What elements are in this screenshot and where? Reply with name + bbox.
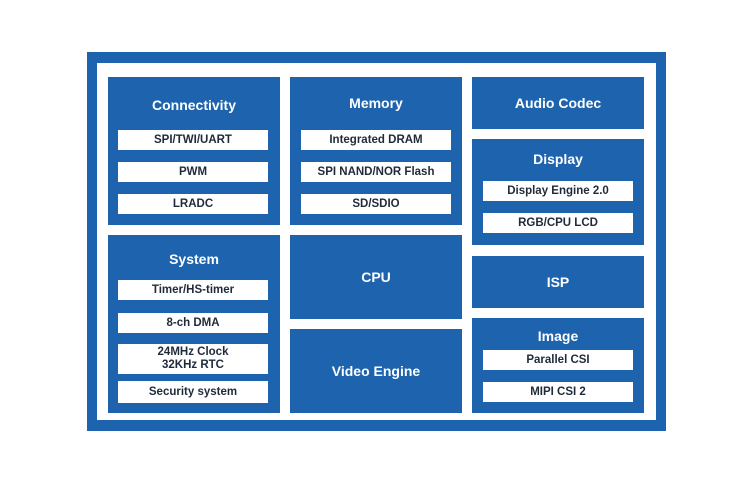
image-item-parallel-csi: Parallel CSI — [483, 350, 633, 370]
connectivity-block: Connectivity SPI/TWI/UART PWM LRADC — [108, 77, 280, 225]
memory-block: Memory Integrated DRAM SPI NAND/NOR Flas… — [290, 77, 462, 225]
memory-item-sd-sdio: SD/SDIO — [301, 194, 451, 214]
connectivity-item-spi-twi-uart: SPI/TWI/UART — [118, 130, 268, 150]
audio-codec-title: Audio Codec — [514, 95, 602, 111]
system-title: System — [169, 251, 219, 267]
display-item-display-engine: Display Engine 2.0 — [483, 181, 633, 201]
isp-title: ISP — [546, 274, 570, 290]
video-engine-block: Video Engine — [290, 329, 462, 413]
image-item-mipi-csi: MIPI CSI 2 — [483, 382, 633, 402]
display-title: Display — [533, 151, 583, 167]
display-item-rgb-cpu-lcd: RGB/CPU LCD — [483, 213, 633, 233]
image-title: Image — [537, 328, 579, 344]
system-item-rtc: 32KHz RTC — [162, 359, 224, 371]
cpu-block: CPU — [290, 235, 462, 319]
system-item-clock: 24MHz Clock — [157, 346, 229, 358]
system-item-security: Security system — [118, 381, 268, 403]
isp-block: ISP — [472, 256, 644, 308]
system-item-clock-rtc: 24MHz Clock 32KHz RTC — [118, 344, 268, 374]
audio-codec-block: Audio Codec — [472, 77, 644, 129]
video-engine-title: Video Engine — [331, 363, 421, 379]
connectivity-title: Connectivity — [151, 97, 236, 113]
connectivity-item-pwm: PWM — [118, 162, 268, 182]
memory-item-integrated-dram: Integrated DRAM — [301, 130, 451, 150]
display-block: Display Display Engine 2.0 RGB/CPU LCD — [472, 139, 644, 245]
image-block: Image Parallel CSI MIPI CSI 2 — [472, 318, 644, 413]
cpu-title: CPU — [361, 269, 391, 285]
system-block: System Timer/HS-timer 8-ch DMA 24MHz Clo… — [108, 235, 280, 413]
connectivity-item-lradc: LRADC — [118, 194, 268, 214]
memory-title: Memory — [349, 95, 403, 111]
memory-item-spi-nand-nor-flash: SPI NAND/NOR Flash — [301, 162, 451, 182]
system-item-dma: 8-ch DMA — [118, 313, 268, 333]
system-item-timer: Timer/HS-timer — [118, 280, 268, 300]
